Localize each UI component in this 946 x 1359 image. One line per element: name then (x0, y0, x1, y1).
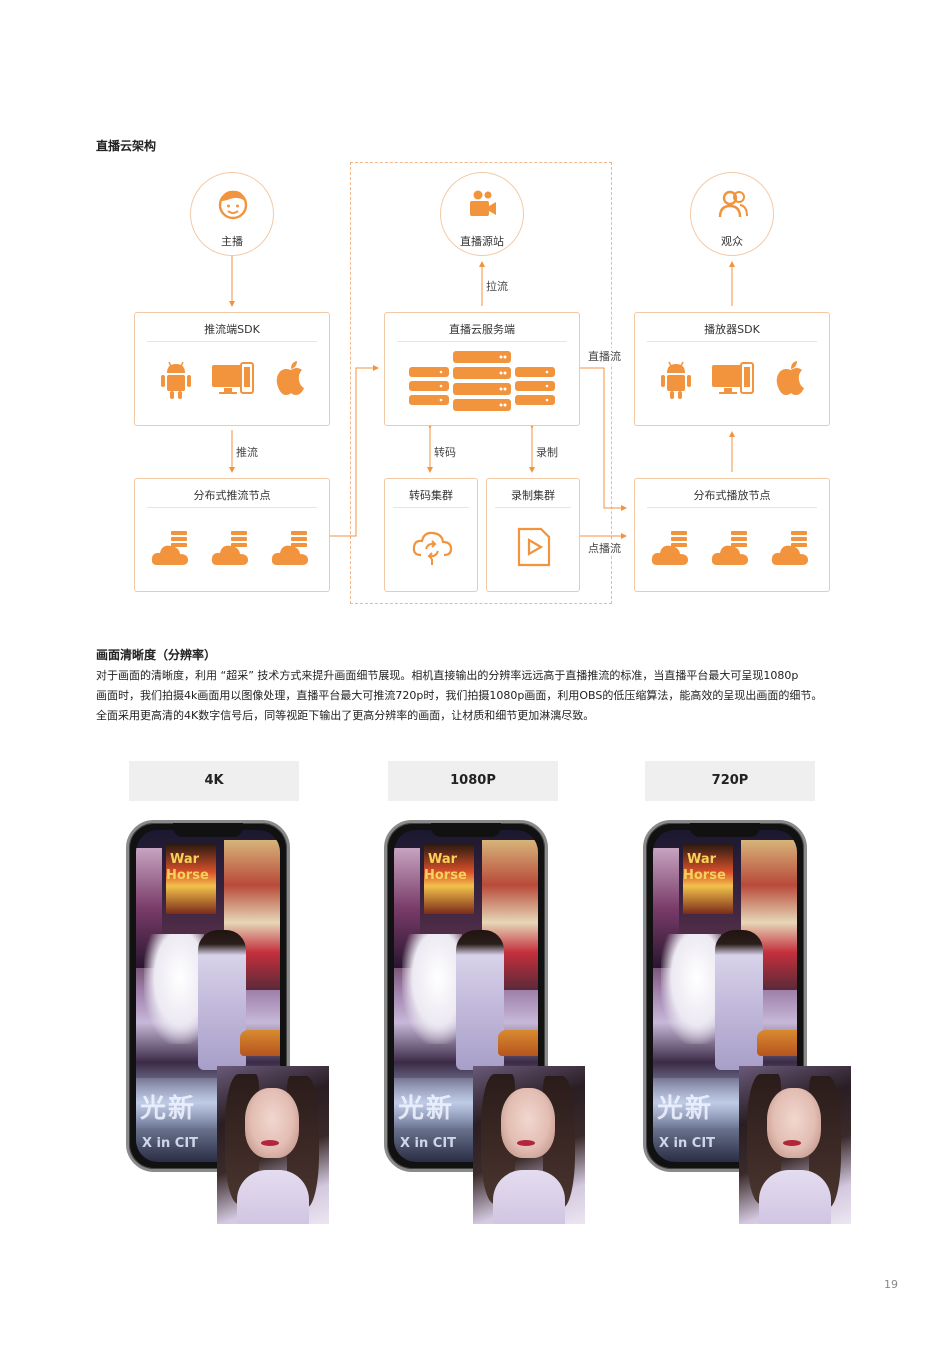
phone-screen-photo: War Horse 光新 X in CIT (136, 830, 280, 1162)
neon-sign-subtext: X in CIT (400, 1136, 457, 1151)
anchor-label: 主播 (221, 235, 243, 248)
server-rack-icon (409, 351, 555, 411)
neon-sign-text: 光新 (398, 1094, 455, 1124)
play-nodes-card: 分布式播放节点 (634, 478, 830, 592)
play-nodes-title: 分布式播放节点 (693, 489, 771, 502)
neon-sign-subtext: X in CIT (659, 1136, 716, 1151)
cloud-server-icon (711, 531, 748, 565)
page-number: 19 (884, 1278, 898, 1291)
audience-circle: 观众 (690, 172, 774, 256)
transcode-flow-label: 转码 (432, 444, 458, 460)
resolution-label-4k: 4K (129, 761, 299, 801)
poster-text-war: War (687, 852, 717, 867)
connector-nodes-to-server (330, 365, 379, 537)
poster-text-horse: Horse (683, 868, 726, 883)
resolution-text-line-3: 全面采用更高清的4K数字信号后，同等视距下输出了更高分辨率的画面，让材质和细节更… (96, 709, 595, 722)
push-nodes-title: 分布式推流节点 (193, 489, 271, 502)
section-title-architecture: 直播云架构 (96, 139, 157, 153)
android-icon (661, 361, 691, 399)
desktop-mobile-icon (212, 362, 254, 394)
record-card: 录制集群 (486, 478, 580, 592)
vod-stream-label: 点播流 (586, 540, 623, 556)
neon-sign-text: 光新 (657, 1094, 714, 1124)
poster-text-war: War (428, 852, 458, 867)
cloud-server-icon (771, 531, 808, 565)
phone-screen-photo: War Horse 光新 X in CIT (394, 830, 538, 1162)
resolution-text-line-2: 画面时，我们拍摄4k画面用以图像处理，直播平台最大可推流720p时，我们拍摄10… (96, 689, 823, 702)
zoom-detail-4k (217, 1066, 329, 1224)
connector-live-stream (580, 367, 627, 511)
zoom-detail-720p (739, 1066, 851, 1224)
push-sdk-card: 推流端SDK (134, 312, 330, 426)
streamer-face-icon (218, 190, 248, 220)
resolution-text-line-1: 对于画面的清晰度，利用 “超采” 技术方式来提升画面细节展现。相机直接输出的分辨… (96, 669, 799, 682)
server-area-dashed-box (350, 162, 612, 604)
video-file-icon (517, 527, 551, 567)
record-title: 录制集群 (511, 489, 555, 502)
cloud-server-icon (651, 531, 688, 565)
record-flow-label: 录制 (534, 444, 560, 460)
poster-text-war: War (170, 852, 200, 867)
users-icon (718, 190, 748, 218)
source-label: 直播源站 (460, 235, 504, 248)
android-icon (161, 361, 191, 399)
section-title-resolution: 画面清晰度（分辨率） (96, 648, 217, 662)
diagram-connectors (229, 256, 735, 539)
zoom-detail-1080p (473, 1066, 585, 1224)
desktop-mobile-icon (712, 362, 754, 394)
push-flow-label: 推流 (234, 444, 260, 460)
live-server-title: 直播云服务端 (449, 323, 515, 336)
apple-icon (276, 361, 304, 395)
transcode-card: 转码集群 (384, 478, 478, 592)
push-sdk-title: 推流端SDK (204, 323, 260, 336)
player-sdk-title: 播放器SDK (704, 323, 760, 336)
poster-text-horse: Horse (166, 868, 209, 883)
audience-label: 观众 (721, 235, 743, 248)
cloud-server-icon (271, 531, 308, 565)
poster-text-horse: Horse (424, 868, 467, 883)
neon-sign-text: 光新 (140, 1094, 197, 1124)
anchor-circle: 主播 (190, 172, 274, 256)
push-nodes-card: 分布式推流节点 (134, 478, 330, 592)
player-sdk-card: 播放器SDK (634, 312, 830, 426)
cloud-server-icon (211, 531, 248, 565)
resolution-label-1080p: 1080P (388, 761, 558, 801)
source-circle: 直播源站 (440, 172, 524, 256)
transcode-title: 转码集群 (409, 489, 453, 502)
resolution-label-720p: 720P (645, 761, 815, 801)
live-server-card: 直播云服务端 (384, 312, 580, 426)
phone-mockup-4k: War Horse 光新 X in CIT (126, 820, 290, 1172)
cloud-sync-icon (412, 531, 453, 565)
pull-flow-label: 拉流 (484, 278, 510, 294)
cloud-server-icon (151, 531, 188, 565)
video-camera-icon (470, 190, 496, 216)
neon-sign-subtext: X in CIT (142, 1136, 199, 1151)
apple-icon (776, 361, 804, 395)
live-stream-label: 直播流 (586, 348, 623, 364)
phone-mockup-1080p: War Horse 光新 X in CIT (384, 820, 548, 1172)
